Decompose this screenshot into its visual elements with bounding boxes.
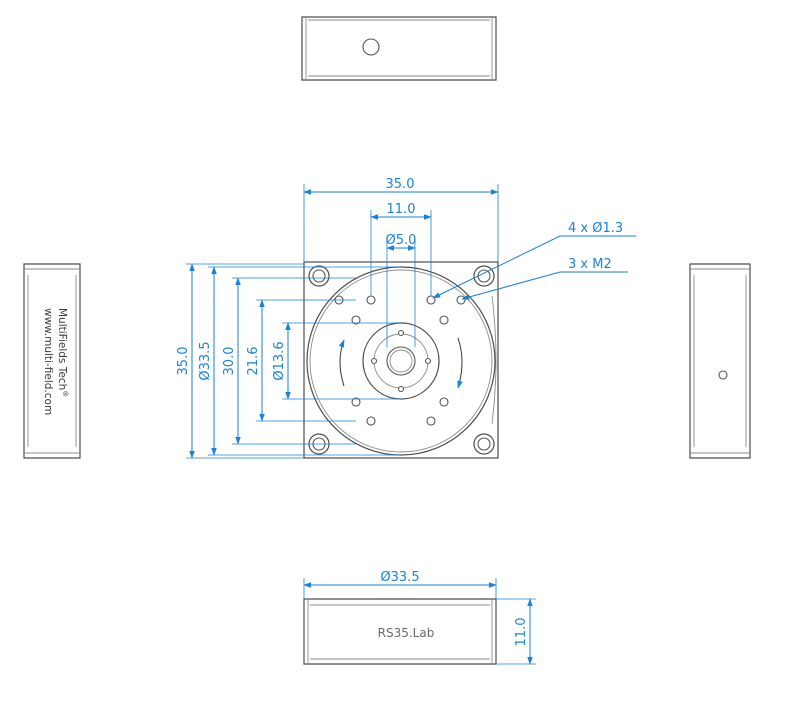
- hub-hole-bottom: [397, 385, 405, 393]
- front-view: [303, 261, 499, 459]
- dim-od-text: Ø33.5: [198, 341, 213, 380]
- bolt-hole-7: [351, 397, 361, 407]
- bolt-hole-10: [426, 416, 436, 426]
- leader-mount-line: [432, 235, 561, 299]
- top-view-body: [301, 16, 497, 81]
- corner-hole-tl-inner: [312, 269, 326, 283]
- dim-width-text: 35.0: [386, 177, 415, 192]
- bolt-hole-4: [456, 295, 466, 305]
- right-view-body: [689, 263, 751, 459]
- bolt-hole-5: [351, 315, 361, 325]
- right-view: [689, 263, 751, 459]
- brand-name: MultiFields Tech®: [56, 308, 69, 397]
- dim-bottom-od-text: Ø33.5: [380, 570, 419, 585]
- bottom-view: RS35.Lab: [303, 598, 497, 665]
- dim-mount-text: 4 x Ø1.3: [568, 221, 623, 236]
- turntable-rim: [309, 269, 493, 453]
- center-bore: [386, 346, 416, 376]
- dim-thread-text: 3 x M2: [568, 257, 612, 272]
- bolt-hole-9: [366, 416, 376, 426]
- leader-thread-line: [461, 271, 561, 300]
- bolt-hole-8: [439, 397, 449, 407]
- top-view: [301, 16, 497, 81]
- corner-hole-br-inner: [477, 437, 491, 451]
- rotation-arrow-left: [338, 339, 345, 387]
- hub-hole-left: [370, 357, 378, 365]
- dimensions: 35.0 11.0 Ø5.0 4 x Ø1.3 3 x M2 35.0 Ø33.…: [176, 177, 636, 665]
- center-bore-inner: [389, 349, 413, 373]
- registered-mark: ®: [61, 390, 69, 397]
- hub-hole-right: [424, 357, 432, 365]
- dim-bolt-text: 11.0: [387, 202, 416, 217]
- dim-hub-text: Ø13.6: [272, 341, 287, 380]
- front-view-side-flat: [491, 295, 497, 425]
- right-view-hole: [718, 370, 728, 380]
- dim-height-text: 35.0: [176, 347, 191, 376]
- top-view-hole: [362, 38, 380, 56]
- left-view-body: [23, 263, 81, 459]
- hub-hole-top: [397, 329, 405, 337]
- dim-bore-text: Ø5.0: [386, 233, 417, 248]
- dim-21-text: 21.6: [246, 347, 261, 376]
- corner-hole-tr-inner: [477, 269, 491, 283]
- model-label: RS35.Lab: [378, 626, 435, 640]
- bolt-hole-1: [366, 295, 376, 305]
- bolt-hole-6: [439, 315, 449, 325]
- brand-url: www.multi-field.com: [42, 308, 54, 415]
- left-view: MultiFields Tech® www.multi-field.com: [23, 263, 81, 459]
- dim-30-text: 30.0: [222, 347, 237, 376]
- rotation-arrow-right: [457, 337, 463, 389]
- dim-thickness-text: 11.0: [514, 618, 529, 647]
